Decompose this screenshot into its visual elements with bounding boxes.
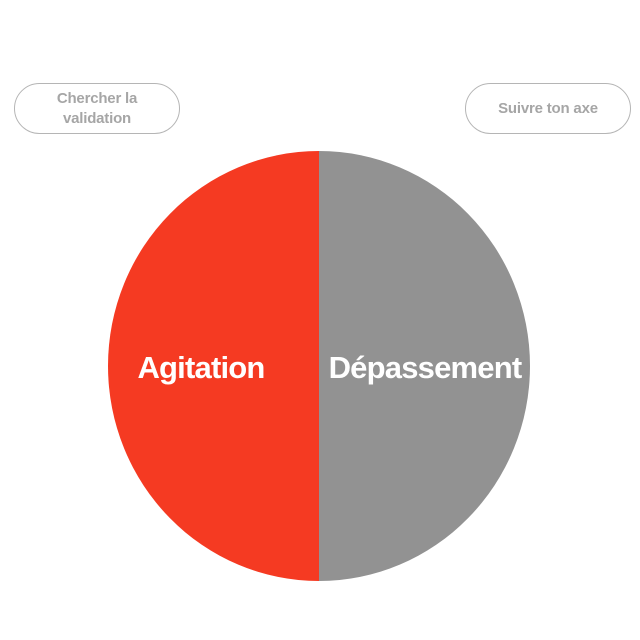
- chercher-la-validation-label: Chercher la validation: [56, 89, 138, 127]
- depassement-label: Dépassement: [329, 350, 522, 385]
- suivre-ton-axe-button[interactable]: Suivre ton axe: [465, 83, 631, 134]
- suivre-ton-axe-label: Suivre ton axe: [498, 99, 598, 117]
- depassement-half: [319, 151, 530, 581]
- agitation-label: Agitation: [137, 350, 264, 385]
- chercher-la-validation-button[interactable]: Chercher la validation: [14, 83, 180, 134]
- agitation-half: [108, 151, 319, 581]
